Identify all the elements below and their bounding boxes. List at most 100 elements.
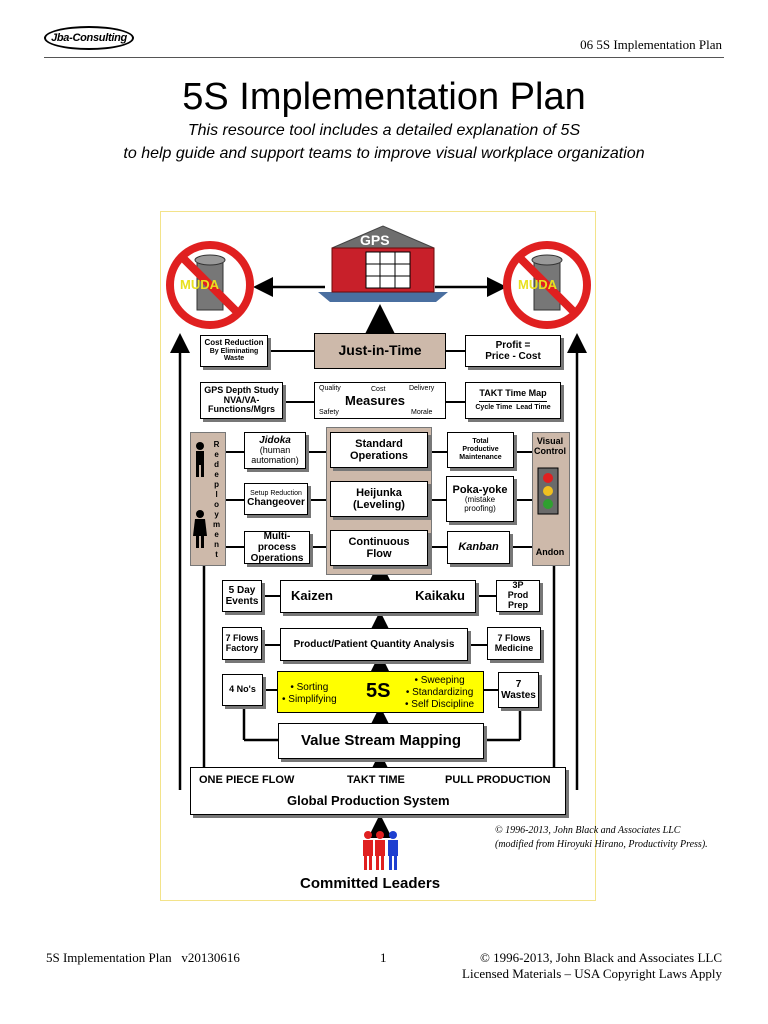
- header-rule: [44, 57, 724, 58]
- muda-right-label: MUDA: [518, 277, 557, 292]
- simplifying-label: Simplifying: [288, 694, 337, 705]
- gps-full-label: Global Production System: [287, 793, 450, 808]
- five-s-left-list: • Sorting • Simplifying: [282, 682, 337, 705]
- flows-medicine-label-2: Medicine: [494, 642, 534, 653]
- takt-time-label: TAKT TIME: [347, 774, 405, 786]
- pokayoke-box: Poka-yoke (mistake proofing): [446, 476, 514, 522]
- credit-line-2: (modified from Hiroyuki Hirano, Producti…: [495, 839, 708, 850]
- multiprocess-label: Multi-process: [257, 531, 297, 553]
- cycle-time-label: Cycle Time: [475, 404, 513, 412]
- tpm-box: Total Productive Maintenance: [447, 432, 514, 468]
- safety-label: Safety: [319, 409, 339, 416]
- setup-label: Setup Reduction: [250, 489, 302, 497]
- automation-label: automation): [251, 455, 299, 465]
- 3p-label-3: Prep: [507, 599, 528, 610]
- events-label: Events: [225, 596, 259, 607]
- muda-right-no-icon: [503, 241, 591, 329]
- subtitle-line-1: This resource tool includes a detailed e…: [187, 122, 581, 139]
- sorting-label: Sorting: [296, 682, 329, 693]
- five-day-label: 5 Day: [228, 585, 256, 596]
- seven-wastes-box: 7 Wastes: [498, 672, 539, 708]
- self-discipline-label: Self Discipline: [411, 699, 475, 710]
- mp-operations-label: Operations: [250, 553, 304, 564]
- ppqa-label: Product/Patient Quantity Analysis: [293, 639, 455, 650]
- five-s-right-list: • Sweeping • Standardizing • Self Discip…: [405, 675, 475, 710]
- 3p-label-1: 3P: [512, 580, 524, 591]
- sweeping-label: Sweeping: [420, 675, 465, 686]
- jit-box: Just-in-Time: [314, 333, 446, 369]
- profit-label: Profit =: [495, 340, 531, 351]
- continuous-flow-box: Continuous Flow: [330, 530, 428, 566]
- multiprocess-box: Multi-process Operations: [244, 531, 310, 564]
- continuous-label: Continuous: [348, 535, 410, 548]
- pull-production-label: PULL PRODUCTION: [445, 774, 551, 786]
- footer-page-number: 1: [380, 950, 387, 965]
- worker-icons: [193, 442, 207, 548]
- morale-label: Morale: [411, 409, 433, 416]
- vsm-box: Value Stream Mapping: [278, 723, 484, 759]
- kaikaku-label: Kaikaku: [415, 588, 465, 604]
- muda-left-label: MUDA: [180, 277, 219, 292]
- visual-control-label: Visual Control: [532, 436, 568, 457]
- takt-map-box: TAKT Time Map Cycle Time Lead Time: [465, 382, 561, 419]
- credit-line-1: © 1996-2013, John Black and Associates L…: [495, 825, 681, 836]
- visual-label: Visual: [536, 436, 564, 446]
- lead-time-label: Lead Time: [516, 404, 551, 412]
- five-s-box: • Sorting • Simplifying 5S • Sweeping • …: [277, 671, 484, 713]
- committed-leaders-label: Committed Leaders: [300, 875, 441, 892]
- wastes-label: Wastes: [501, 690, 536, 701]
- kaizen-kaikaku-box: Kaizen Kaikaku: [280, 580, 476, 613]
- nva-label: NVA/VA-: [223, 394, 260, 405]
- functions-label: Functions/Mgrs: [208, 404, 275, 415]
- heijunka-box: Heijunka (Leveling): [330, 481, 428, 517]
- measures-label: Measures: [345, 393, 405, 408]
- gps-depth-label: GPS Depth Study: [204, 384, 279, 395]
- pokayoke-label: Poka-yoke: [452, 484, 508, 497]
- operations-label: Operations: [349, 450, 409, 462]
- flows-factory-label-2: Factory: [225, 642, 259, 653]
- footer-right-2: Licensed Materials – USA Copyright Laws …: [462, 966, 722, 981]
- tpm-label-3: Maintenance: [459, 453, 502, 461]
- ppqa-box: Product/Patient Quantity Analysis: [280, 628, 468, 661]
- kanban-box: Kanban: [447, 531, 510, 564]
- profit-box: Profit = Price - Cost: [465, 335, 561, 367]
- andon-label: Andon: [535, 547, 565, 557]
- one-piece-flow-label: ONE PIECE FLOW: [199, 774, 295, 786]
- 3p-label-2: Prod: [507, 590, 529, 601]
- takt-map-label: TAKT Time Map: [479, 388, 547, 403]
- gps-building-icon: [318, 225, 448, 302]
- muda-left-no-icon: [166, 241, 254, 329]
- jidoka-label: Jidoka: [259, 435, 291, 447]
- flow-label: Flow: [366, 548, 392, 560]
- standard-operations-box: Standard Operations: [330, 432, 428, 468]
- human-label: (human: [259, 445, 291, 456]
- mistake-label: (mistake: [464, 495, 496, 505]
- changeover-label: Changeover: [247, 497, 305, 509]
- quality-label: Quality: [319, 385, 341, 392]
- cost-reduction-box: Cost Reduction By Eliminating Waste: [200, 335, 268, 367]
- leaders-icon: [363, 831, 398, 870]
- header-doc-title: 06 5S Implementation Plan: [580, 37, 722, 52]
- 3p-box: 3P Prod Prep: [496, 580, 540, 612]
- flows-medicine-box: 7 Flows Medicine: [487, 627, 541, 660]
- profit-sub: Price - Cost: [485, 351, 541, 362]
- leveling-label: (Leveling): [353, 499, 405, 511]
- gps-label: GPS: [360, 232, 390, 248]
- kaizen-label: Kaizen: [291, 588, 333, 604]
- kanban-label: Kanban: [458, 541, 499, 554]
- heijunka-label: Heijunka: [356, 486, 402, 499]
- proofing-label: proofing): [464, 504, 496, 514]
- cost-label: Cost: [371, 386, 386, 393]
- flows-factory-box: 7 Flows Factory: [222, 627, 262, 660]
- measures-box: Quality Cost Delivery Measures Safety Mo…: [314, 382, 446, 419]
- four-nos-label: 4 No's: [229, 684, 256, 695]
- five-s-label: 5S: [366, 680, 391, 702]
- standardizing-label: Standardizing: [412, 687, 474, 698]
- footer-left: 5S Implementation Plan v20130616: [46, 950, 240, 965]
- flows-medicine-label-1: 7 Flows: [497, 632, 531, 643]
- vsm-label: Value Stream Mapping: [300, 731, 462, 749]
- footer-right-1: © 1996-2013, John Black and Associates L…: [479, 950, 722, 965]
- tpm-label-1: Total: [472, 438, 489, 446]
- seven-label: 7: [515, 679, 522, 690]
